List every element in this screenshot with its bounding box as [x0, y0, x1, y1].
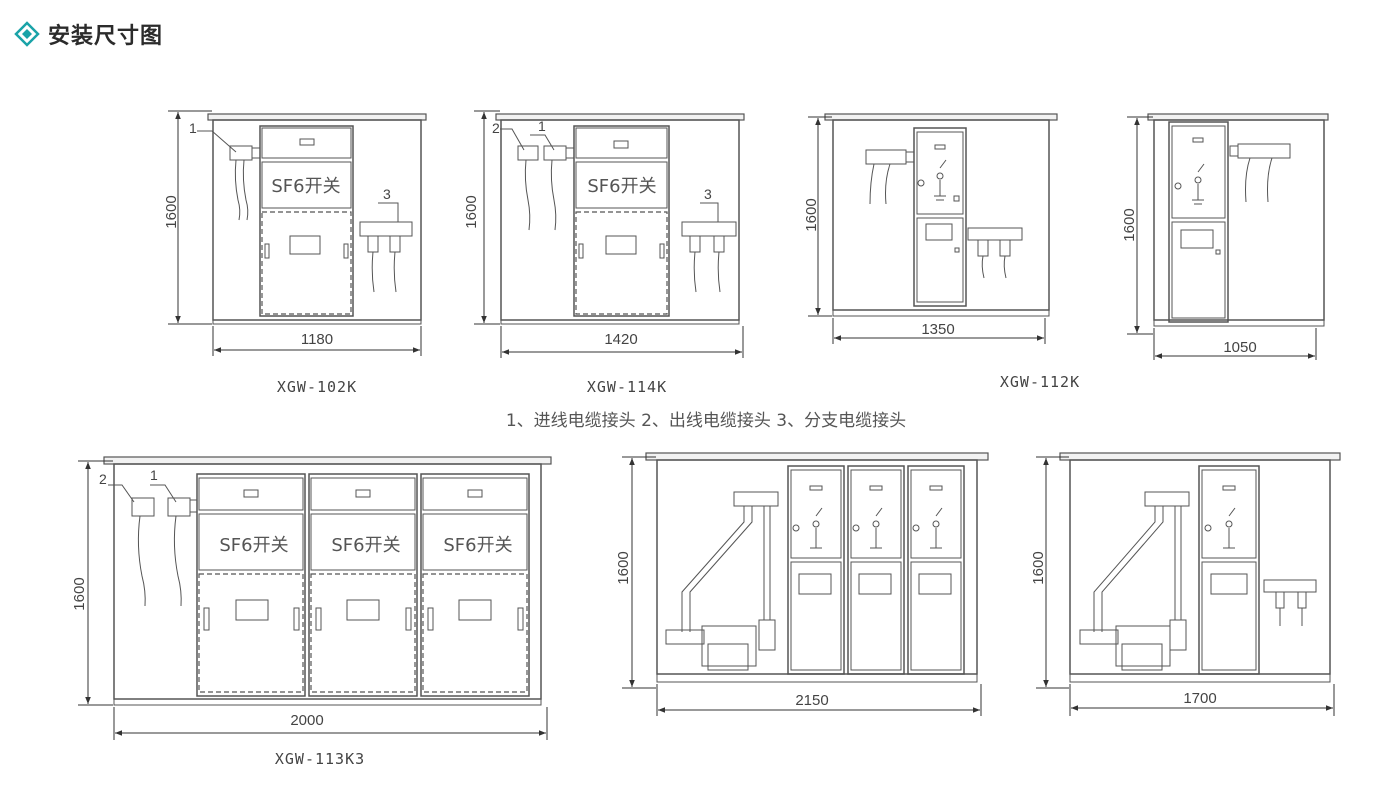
unit-xgw-114k: SF6开关 2 1 3 1600 1420 XGW-114K [463, 110, 745, 396]
height-dim-label: 1600 [615, 551, 632, 584]
unit-1700: 1600 1700 [1030, 452, 1341, 716]
sf6-switch-label: SF6开关 [587, 176, 656, 197]
model-label: XGW-102K [277, 378, 357, 396]
diamond-icon [14, 21, 40, 47]
sf6-switch-label: SF6开关 [271, 176, 340, 197]
unit-2150: 1600 2150 [615, 452, 989, 716]
width-dim-label: 1350 [921, 321, 954, 338]
callout-1: 1 [150, 467, 158, 483]
model-label: XGW-113K3 [275, 750, 365, 768]
model-label: XGW-114K [587, 378, 667, 396]
height-dim-label: 1600 [803, 198, 820, 231]
callout-3: 3 [704, 186, 712, 202]
sf6-switch-label: SF6开关 [219, 535, 288, 556]
unit-1050: 1600 1050 [1121, 113, 1329, 360]
callout-2: 2 [492, 120, 500, 136]
section-header: 安装尺寸图 [14, 18, 163, 50]
width-dim-label: 2150 [795, 692, 828, 709]
callout-2: 2 [99, 471, 107, 487]
callout-1: 1 [538, 118, 546, 134]
width-dim-label: 2000 [290, 712, 323, 729]
unit-xgw-112k: 1600 1350 XGW-112K [803, 113, 1080, 391]
width-dim-label: 1050 [1223, 339, 1256, 356]
height-dim-label: 1600 [1030, 551, 1047, 584]
unit-xgw-102k: SF6开关 1 3 1600 1180 XGW-102K [163, 110, 427, 396]
width-dim-label: 1180 [301, 331, 333, 348]
sf6-switch-label: SF6开关 [331, 535, 400, 556]
width-dim-label: 1420 [604, 331, 637, 348]
height-dim-label: 1600 [1121, 208, 1138, 241]
height-dim-label: 1600 [71, 577, 88, 610]
model-label: XGW-112K [1000, 373, 1080, 391]
callout-1: 1 [189, 120, 197, 136]
sf6-switch-label: SF6开关 [443, 535, 512, 556]
page-title: 安装尺寸图 [48, 24, 164, 49]
callout-3: 3 [383, 186, 391, 202]
unit-xgw-113k3: SF6开关 SF6开关 SF6开关 [71, 456, 552, 768]
cable-joint-legend: 1、进线电缆接头 2、出线电缆接头 3、分支电缆接头 [506, 411, 906, 431]
width-dim-label: 1700 [1183, 690, 1216, 707]
height-dim-label: 1600 [163, 195, 180, 228]
height-dim-label: 1600 [463, 195, 480, 228]
